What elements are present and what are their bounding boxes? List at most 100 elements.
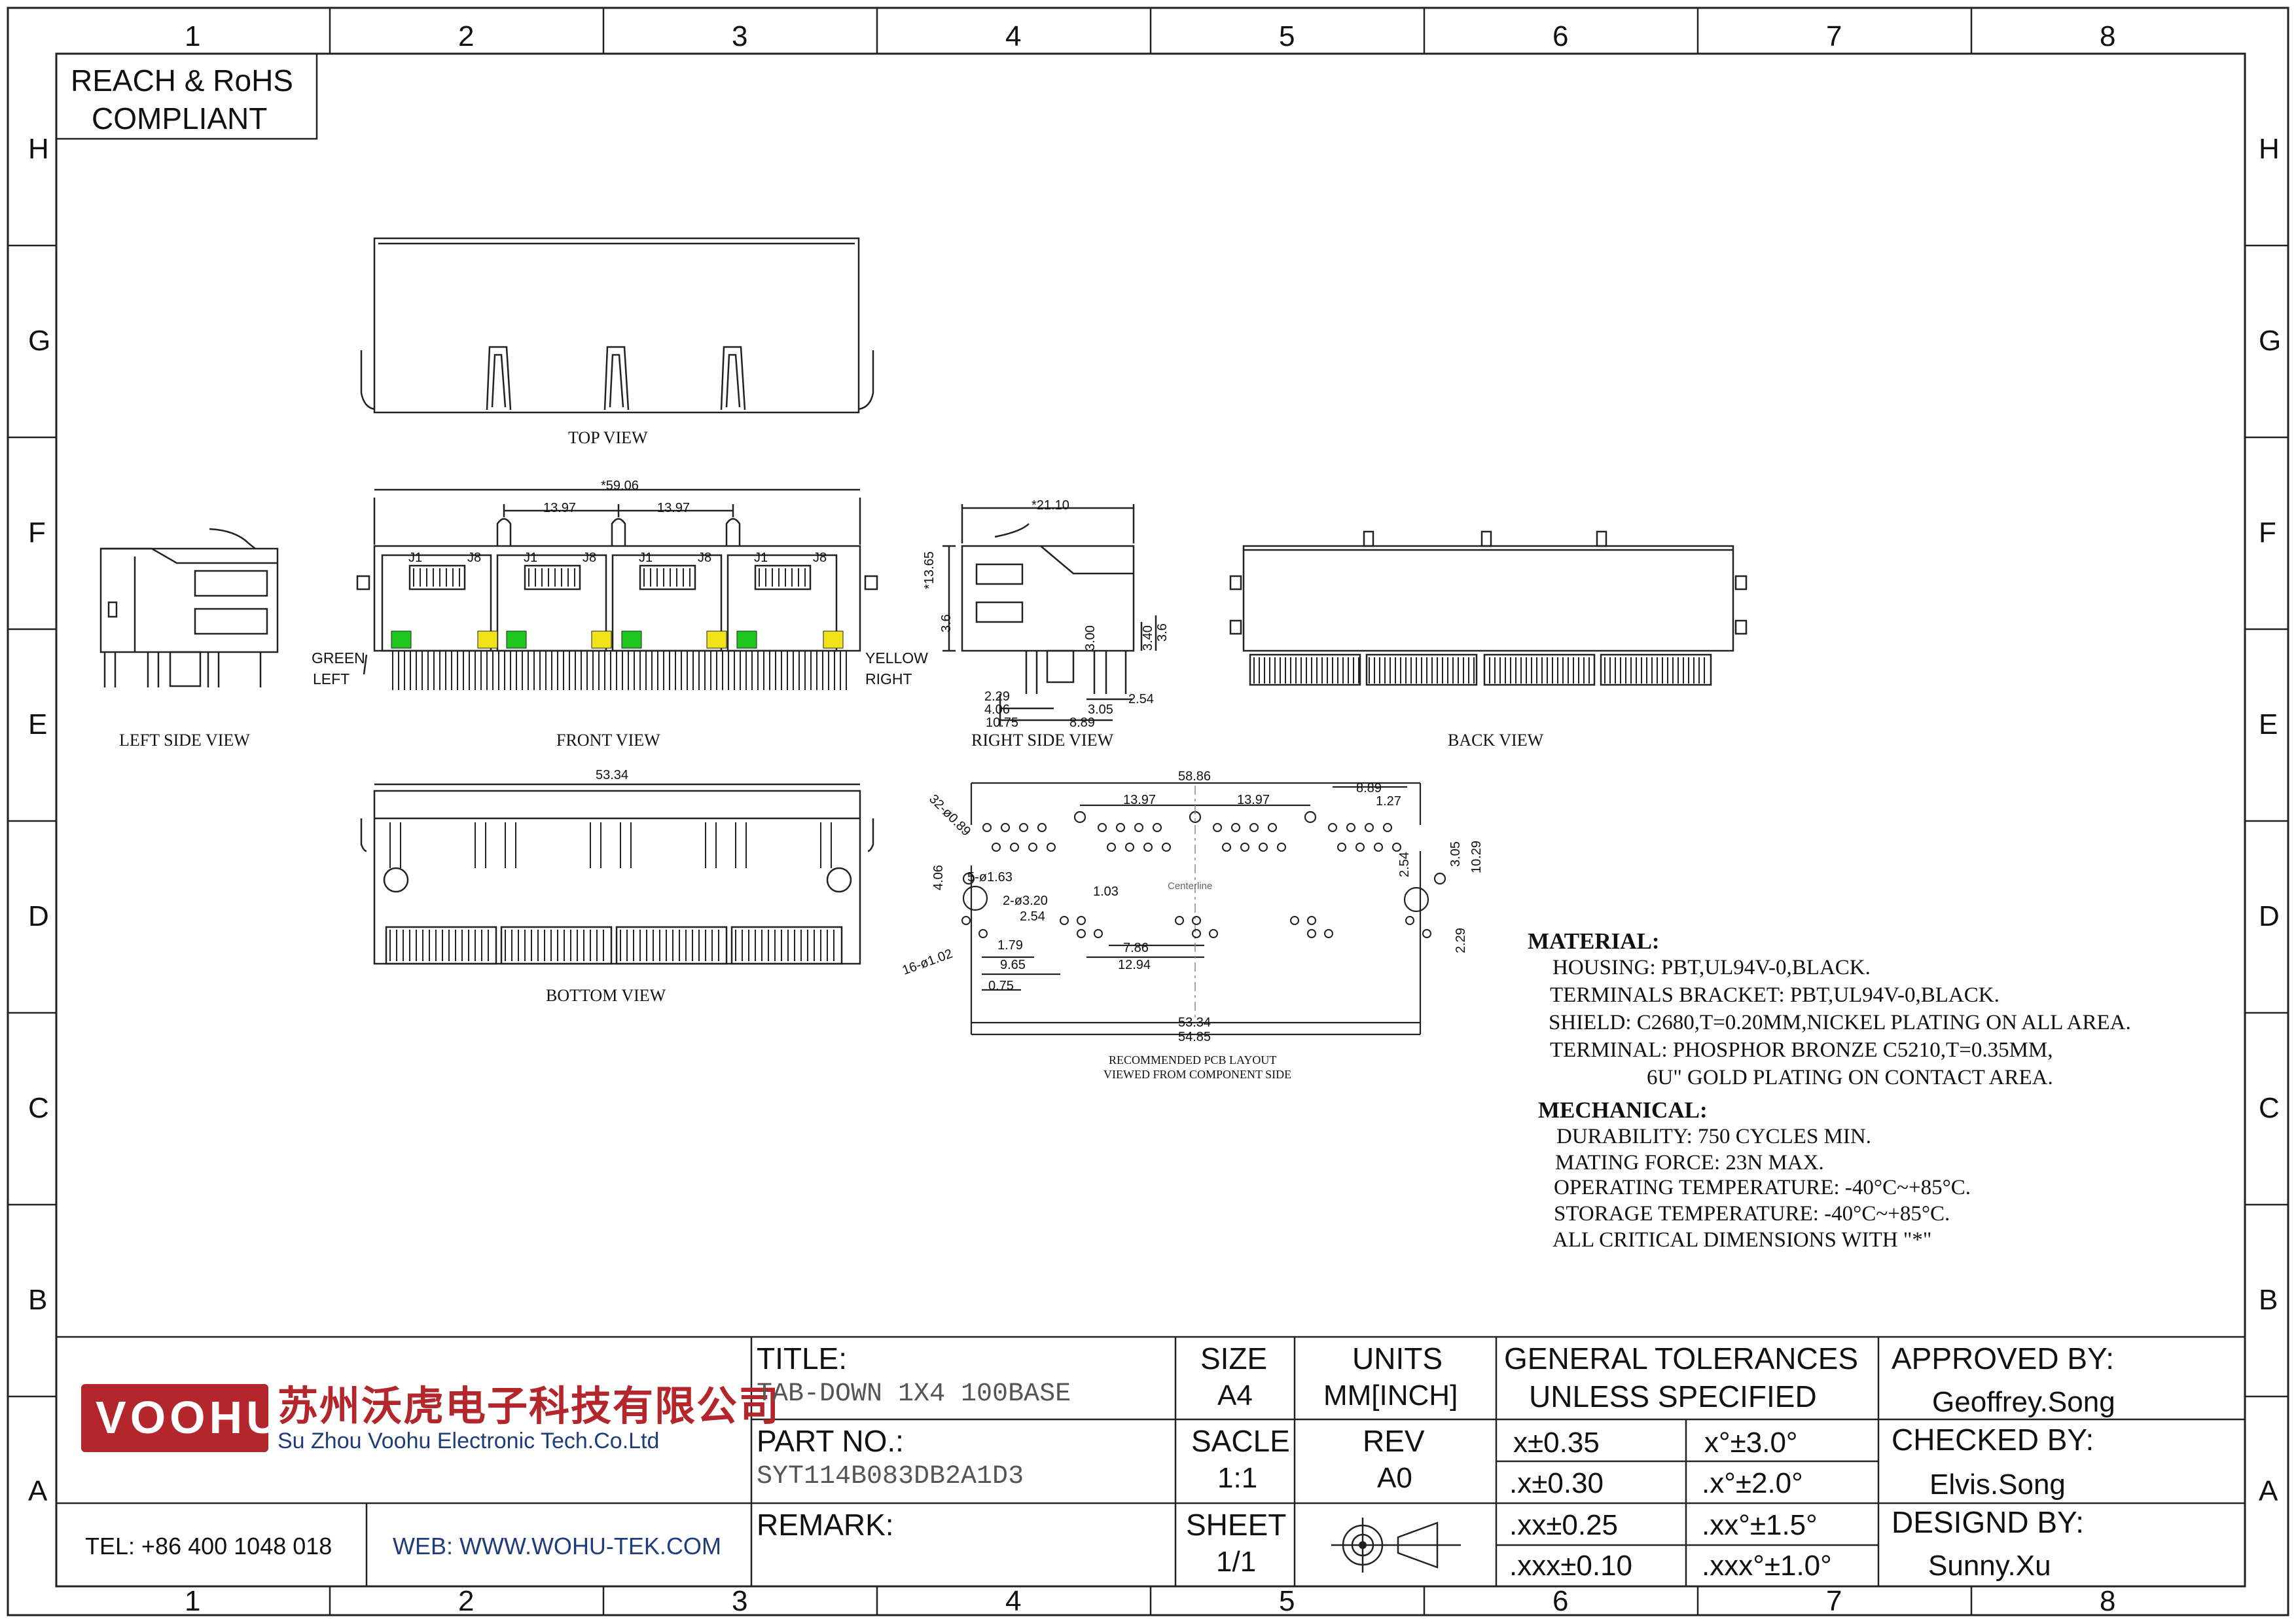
pcb-signal-hole <box>1277 843 1286 852</box>
pcb-965-dim: 9.65 <box>1000 958 1026 972</box>
mechanical-line-3: OPERATING TEMPERATURE: -40°C~+85°C. <box>1554 1176 1971 1199</box>
pcb-led-hole <box>1094 929 1103 938</box>
pcb-5hole-dim: 5-ø1.63 <box>967 870 1013 884</box>
zone-col-bottom-4: 4 <box>1005 1585 1022 1617</box>
pcb-signal-hole <box>1153 823 1162 832</box>
material-line-1: HOUSING: PBT,UL94V-0,BLACK. <box>1552 956 1871 979</box>
tol-angle-1: .x°±2.0° <box>1702 1467 1803 1499</box>
company-web: WEB: WWW.WOHU-TEK.COM <box>393 1533 721 1559</box>
right-side-view-label: RIGHT SIDE VIEW <box>971 731 1114 750</box>
units-label: UNITS <box>1352 1341 1443 1376</box>
zone-row-left-H: H <box>28 133 49 165</box>
pcb-p3-dim: 8.89 <box>1356 781 1382 795</box>
sheet-label: SHEET <box>1186 1508 1287 1542</box>
pcb-led-hole <box>1290 916 1299 925</box>
pcb-signal-hole <box>1222 843 1231 852</box>
right-h3-dim: 3.00 <box>1083 625 1098 651</box>
size-label: SIZE <box>1200 1341 1268 1376</box>
zone-row-left-G: G <box>28 325 51 357</box>
front-view-label: FRONT VIEW <box>556 731 660 750</box>
right-d5-dim: 8.89 <box>1069 716 1095 730</box>
pcb-led-hole <box>1422 929 1431 938</box>
zone-col-bottom-7: 7 <box>1826 1585 1842 1617</box>
pcb-pitch2-dim: 13.97 <box>1237 793 1270 807</box>
zone-row-right-A: A <box>2259 1475 2278 1507</box>
port4-j8: J8 <box>813 551 827 565</box>
pcb-signal-hole <box>1143 843 1153 852</box>
zone-row-left-A: A <box>28 1475 48 1507</box>
pcb-signal-hole <box>1134 823 1143 832</box>
rev-value: A0 <box>1377 1462 1412 1494</box>
zone-row-left-B: B <box>28 1284 48 1316</box>
led-left-color: GREEN <box>312 649 365 666</box>
pcb-signal-hole <box>1028 843 1037 852</box>
mechanical-title: MECHANICAL: <box>1538 1097 1708 1123</box>
port3-j8: J8 <box>698 551 712 565</box>
pcb-signal-hole <box>1365 823 1374 832</box>
pcb-layout-holes <box>961 823 1431 938</box>
pcb-254b-dim: 2.54 <box>1397 852 1412 877</box>
pcb-signal-hole <box>1259 843 1268 852</box>
led-yellow-2 <box>591 630 612 649</box>
pcb-786-dim: 7.86 <box>1123 941 1149 955</box>
material-line-5: 6U" GOLD PLATING ON CONTACT AREA. <box>1647 1066 2053 1089</box>
zone-col-bottom-5: 5 <box>1279 1585 1295 1617</box>
compliance-line2: COMPLIANT <box>92 101 268 136</box>
right-h5-dim: 3.6 <box>1155 623 1170 642</box>
tol-angle-0: x°±3.0° <box>1704 1427 1798 1459</box>
pcb-led-hole <box>1060 916 1069 925</box>
pcb-5334-dim: 53.34 <box>1178 1015 1211 1030</box>
right-width-dim: *21.10 <box>1031 498 1069 513</box>
pcb-signal-hole <box>1162 843 1171 852</box>
left-side-view-label: LEFT SIDE VIEW <box>119 731 250 750</box>
pcb-signal-hole <box>1037 823 1047 832</box>
pcb-signal-hole <box>1328 823 1337 832</box>
led-green-4 <box>736 630 757 649</box>
zone-row-left-C: C <box>28 1092 49 1124</box>
pcb-caption-line2: VIEWED FROM COMPONENT SIDE <box>1103 1068 1292 1081</box>
zone-row-right-C: C <box>2259 1092 2280 1124</box>
zone-col-bottom-3: 3 <box>732 1585 748 1617</box>
pcb-229-dim: 2.29 <box>1454 928 1468 953</box>
zone-col-top-5: 5 <box>1279 20 1295 52</box>
part-no-value: SYT114B083DB2A1D3 <box>757 1462 1024 1491</box>
pcb-led-hole <box>1307 916 1316 925</box>
tolerance-title-1: GENERAL TOLERANCES <box>1504 1341 1859 1376</box>
pcb-led-hole <box>961 916 971 925</box>
zone-row-right-B: B <box>2259 1284 2278 1316</box>
led-green-3 <box>621 630 642 649</box>
zone-col-bottom-1: 1 <box>185 1585 201 1617</box>
checked-value: Elvis.Song <box>1929 1468 2066 1501</box>
right-d2-dim: 4.06 <box>984 702 1010 717</box>
pcb-1294-dim: 12.94 <box>1118 958 1151 972</box>
pcb-signal-hole <box>1231 823 1240 832</box>
pcb-075-dim: 0.75 <box>988 979 1014 993</box>
right-h2-dim: 3.6 <box>939 614 954 632</box>
front-pitch2-dim: 13.97 <box>657 501 691 515</box>
port2-j1: J1 <box>524 551 538 565</box>
pcb-254a-dim: 2.54 <box>1020 909 1045 924</box>
sheet-value: 1/1 <box>1216 1546 1257 1578</box>
pcb-2hole-dim: 2-ø3.20 <box>1003 894 1048 908</box>
company-name-en: Su Zhou Voohu Electronic Tech.Co.Ltd <box>278 1429 660 1453</box>
material-line-2: TERMINALS BRACKET: PBT,UL94V-0,BLACK. <box>1550 983 2000 1007</box>
pcb-5485-dim: 54.85 <box>1178 1030 1211 1044</box>
pcb-led-hole <box>978 929 988 938</box>
zone-col-bottom-6: 6 <box>1552 1585 1569 1617</box>
zone-col-top-1: 1 <box>185 20 201 52</box>
voohu-logo-badge <box>81 1384 268 1452</box>
led-right-side: RIGHT <box>865 670 912 687</box>
units-value: MM[INCH] <box>1323 1379 1458 1412</box>
size-value: A4 <box>1217 1379 1253 1412</box>
port1-j1: J1 <box>408 551 423 565</box>
pcb-signal-hole <box>1047 843 1056 852</box>
mechanical-line-1: DURABILITY: 750 CYCLES MIN. <box>1556 1125 1871 1148</box>
port2-j8: J8 <box>583 551 597 565</box>
tol-angle-3: .xxx°±1.0° <box>1702 1550 1832 1582</box>
approved-label: APPROVED BY: <box>1892 1341 2115 1376</box>
zone-row-left-F: F <box>28 517 46 549</box>
pcb-179-dim: 1.79 <box>997 938 1023 953</box>
tol-linear-2: .xx±0.25 <box>1509 1509 1619 1541</box>
pcb-signal-hole <box>1019 823 1028 832</box>
